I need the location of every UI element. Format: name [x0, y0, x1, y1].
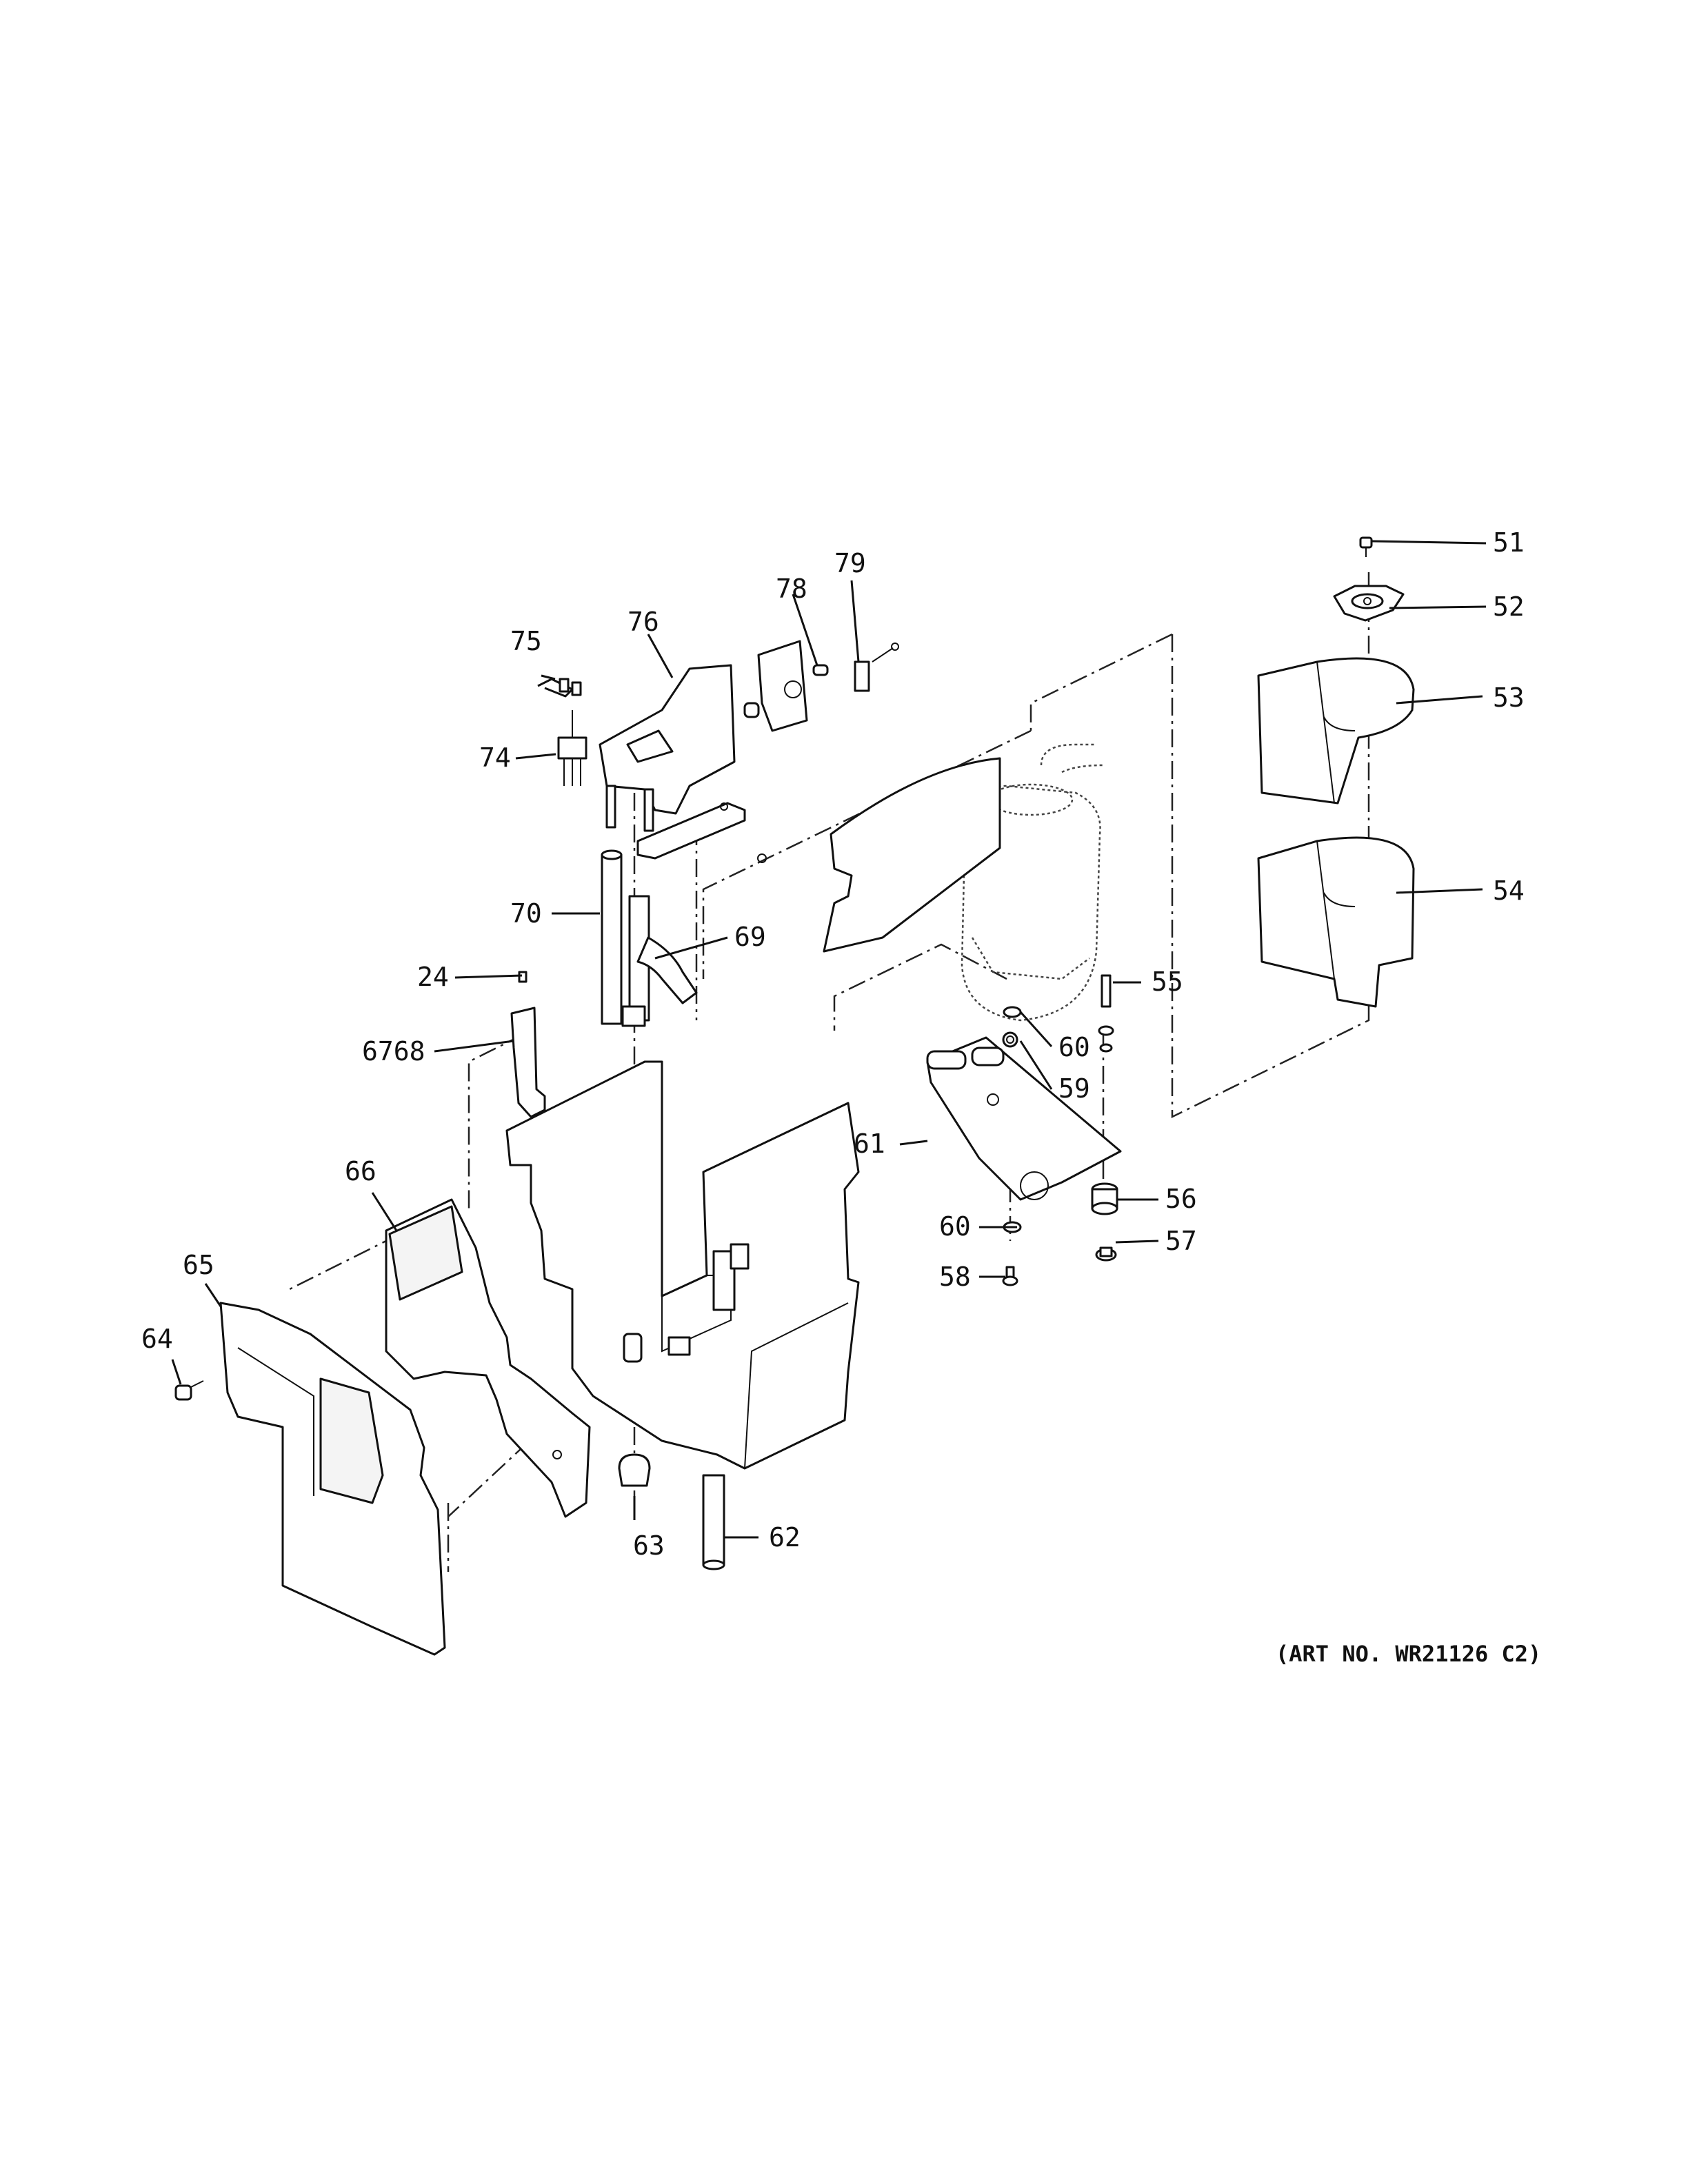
part-75-bracket [537, 678, 582, 698]
part-58-screw [1002, 1266, 1018, 1286]
callout-56: 56 [1165, 1184, 1197, 1214]
callout-75: 75 [510, 626, 542, 656]
callout-59: 59 [1058, 1073, 1090, 1104]
part-79-valve [854, 643, 899, 692]
callout-66: 66 [345, 1156, 376, 1186]
callout-64: 64 [141, 1324, 173, 1354]
part-76-icemaker-housing [599, 664, 736, 832]
callout-76: 76 [627, 607, 659, 637]
callout-69: 69 [734, 922, 766, 952]
callout-61: 61 [854, 1129, 885, 1159]
callout-58: 58 [939, 1262, 971, 1292]
part-57-bushing [1095, 1246, 1117, 1262]
part-54-auger-lower [1257, 836, 1415, 1008]
callout-78: 78 [776, 574, 807, 604]
callout-62: 62 [769, 1522, 801, 1553]
part-70-fill-tube [601, 849, 623, 1025]
part-bracket-rail [636, 802, 767, 863]
part-63-cap [618, 1453, 651, 1487]
part-74-switch [557, 710, 587, 786]
part-61-motor-bracket [926, 1036, 1122, 1201]
callout-53: 53 [1493, 682, 1525, 713]
callout-65: 65 [183, 1250, 214, 1280]
callout-labels: 51 52 53 54 55 60 59 61 56 60 57 58 62 6… [141, 527, 1525, 1561]
part-65-door-frame [219, 1302, 446, 1656]
motor-hidden-outline [961, 743, 1104, 1022]
part-53-auger-upper [1257, 657, 1415, 805]
part-24-screw [518, 971, 528, 983]
callout-55: 55 [1152, 967, 1183, 997]
part-ice-bucket [505, 1060, 860, 1470]
art-number: (ART NO. WR21126 C2) [1276, 1641, 1541, 1667]
part-52-impeller [1333, 585, 1405, 622]
callout-74: 74 [479, 742, 511, 773]
part-69-elbow-tube [621, 895, 698, 1027]
part-59-spring [1002, 1031, 1018, 1048]
part-motor-shield [823, 757, 1001, 953]
part-78-fitting [743, 640, 829, 732]
callout-24: 24 [417, 962, 449, 992]
part-66-chute [385, 1198, 591, 1518]
callout-51: 51 [1493, 527, 1525, 558]
part-55-bolt [1098, 974, 1114, 1053]
callout-57: 57 [1165, 1226, 1197, 1256]
callout-79: 79 [834, 548, 866, 578]
part-64-knob [174, 1380, 204, 1401]
part-6768-clip [510, 1007, 546, 1118]
callout-60-upper: 60 [1058, 1032, 1090, 1062]
callout-60-lower: 60 [939, 1211, 971, 1242]
callout-leaders [171, 540, 1487, 1539]
callout-54: 54 [1493, 876, 1525, 906]
part-62-shaft [702, 1474, 725, 1570]
callout-63: 63 [633, 1530, 665, 1561]
callout-70: 70 [510, 898, 542, 929]
part-ice-bucket-clips [623, 1333, 691, 1363]
part-56-grommet [1091, 1182, 1118, 1215]
callout-6768: 6768 [362, 1036, 425, 1066]
callout-52: 52 [1493, 592, 1525, 622]
part-51-screw [1359, 536, 1373, 557]
